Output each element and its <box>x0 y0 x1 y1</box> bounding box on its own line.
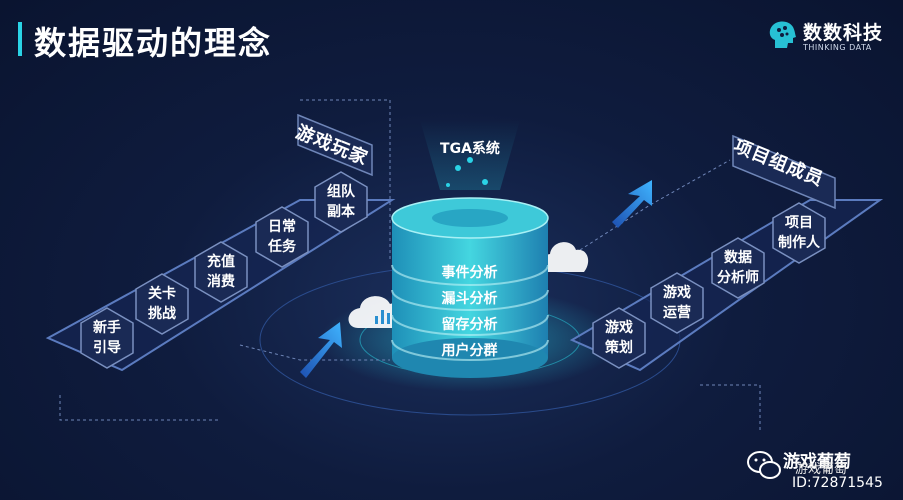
hex-left-4-label: 日常任务 <box>268 219 296 255</box>
layer-user-segmentation: 用户分群 <box>441 343 498 359</box>
hex-left-2-label: 关卡挑战 <box>148 286 176 322</box>
hex-right-4 <box>772 202 826 264</box>
wechat-icon <box>747 451 781 479</box>
data-dot-icon <box>467 157 473 163</box>
data-dot-icon <box>446 183 450 187</box>
hex-left-1 <box>80 307 134 369</box>
left-group-tag <box>297 113 373 177</box>
watermark-id: ID:72871545 <box>792 475 883 491</box>
company-logo: 数数科技 THINKING DATA <box>765 16 890 56</box>
watermark-name-overlay: 游戏葡萄 <box>795 462 848 477</box>
layer-event-analysis: 事件分析 <box>441 265 498 281</box>
layer-retention-analysis: 留存分析 <box>441 317 498 333</box>
right-hex-group <box>592 202 826 369</box>
system-label: TGA系统 <box>440 141 500 157</box>
right-group-tag <box>732 134 836 210</box>
hex-left-3 <box>194 241 248 303</box>
title-accent-bar <box>18 22 22 56</box>
database-cylinder <box>391 197 549 378</box>
hex-right-3 <box>711 237 765 299</box>
logo-text-cn: 数数科技 <box>803 22 884 44</box>
cloud-icon <box>540 242 589 272</box>
data-beam <box>420 120 520 190</box>
layer-funnel-analysis: 漏斗分析 <box>441 291 498 307</box>
arrow-icon-left <box>300 322 342 378</box>
hex-right-3-label: 数据分析师 <box>717 250 759 286</box>
hex-left-3-label: 充值消费 <box>207 254 235 290</box>
head-icon <box>769 21 796 48</box>
hex-left-5 <box>314 171 368 233</box>
hex-right-1-label: 游戏策划 <box>605 320 633 356</box>
hex-right-2 <box>650 272 704 334</box>
watermark-name: 游戏葡萄 <box>783 452 851 472</box>
logo-text-en: THINKING DATA <box>803 43 872 52</box>
data-dot-icon <box>455 165 461 171</box>
hex-left-5-label: 组队副本 <box>327 184 355 220</box>
hex-right-1 <box>592 307 646 369</box>
hex-right-2-label: 游戏运营 <box>663 285 691 321</box>
hex-left-2 <box>135 273 189 335</box>
hex-left-1-label: 新手引导 <box>93 320 121 356</box>
arrow-icon-right <box>612 180 652 228</box>
page-title: 数据驱动的理念 <box>34 24 273 62</box>
hex-left-4 <box>255 206 309 268</box>
left-hex-group <box>80 171 368 369</box>
hex-right-4-label: 项目制作人 <box>778 215 820 251</box>
data-dot-icon <box>482 179 488 185</box>
